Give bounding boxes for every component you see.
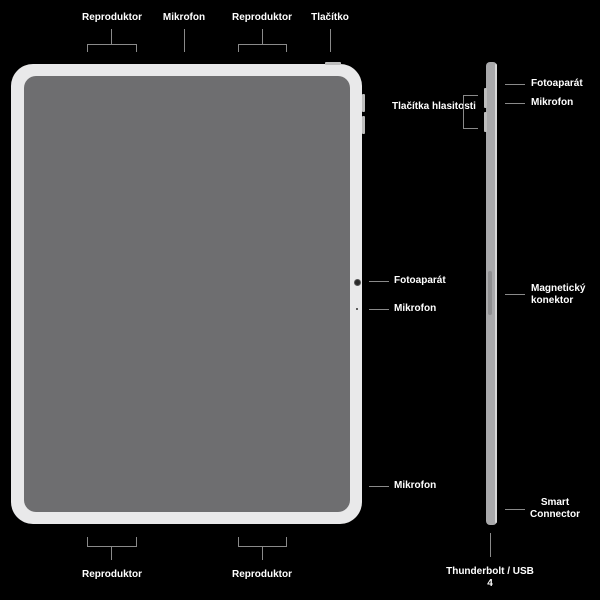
label-microphone-right: Mikrofon [394, 303, 437, 314]
label-microphone-bottom-right: Mikrofon [394, 480, 437, 491]
bracket-tick [463, 128, 478, 129]
leader-port [490, 533, 491, 557]
leader-tick [87, 44, 88, 52]
front-microphone [356, 308, 358, 310]
leader-tick [87, 537, 88, 547]
label-magnetic-connector: Magnetický konektor [531, 283, 586, 306]
label-speaker-top-left: Reproduktor [82, 12, 142, 23]
label-microphone-top: Mikrofon [162, 12, 206, 23]
leader-smart-connector [505, 509, 525, 510]
leader-tick [286, 537, 287, 547]
label-speaker-bottom-right: Reproduktor [232, 569, 292, 580]
label-camera-front: Fotoaparát [394, 275, 446, 286]
leader-tick [262, 29, 263, 44]
leader-bottom-microphone [369, 486, 389, 487]
leader-microphone-top [184, 29, 185, 52]
leader-magnetic-connector [505, 294, 525, 295]
leader-speaker-top-left [87, 44, 137, 45]
leader-top-button [330, 29, 331, 52]
label-camera-side: Fotoaparát [531, 78, 583, 89]
leader-speaker-top-right [238, 44, 287, 45]
side-volume-down [484, 112, 487, 132]
volume-down-button [362, 116, 365, 134]
leader-tick [286, 44, 287, 52]
leader-tick [111, 29, 112, 44]
leader-tick [262, 546, 263, 560]
leader-front-camera [369, 281, 389, 282]
label-speaker-bottom-left: Reproduktor [82, 569, 142, 580]
tablet-screen [24, 76, 350, 512]
leader-tick [136, 44, 137, 52]
side-magnetic-connector [488, 271, 492, 315]
front-camera [354, 279, 361, 286]
leader-side-microphone [505, 103, 525, 104]
tablet-side-edge [495, 64, 497, 523]
leader-speaker-bottom-left [87, 546, 137, 547]
label-microphone-side: Mikrofon [531, 97, 574, 108]
label-smart-connector: Smart Connector [530, 497, 580, 520]
volume-up-button [362, 94, 365, 112]
leader-tick [238, 44, 239, 52]
leader-tick [111, 546, 112, 560]
label-volume-buttons: Tlačítka hlasitosti [392, 101, 476, 112]
label-port: Thunderbolt / USB 4 [446, 566, 534, 589]
bracket-tick [463, 95, 478, 96]
leader-tick [238, 537, 239, 547]
leader-front-microphone [369, 309, 389, 310]
label-speaker-top-right: Reproduktor [232, 12, 292, 23]
top-button [325, 62, 341, 65]
leader-side-camera [505, 84, 525, 85]
leader-tick [136, 537, 137, 547]
bracket-volume [463, 95, 464, 129]
label-button-top: Tlačítko [311, 12, 349, 23]
side-volume-up [484, 88, 487, 108]
